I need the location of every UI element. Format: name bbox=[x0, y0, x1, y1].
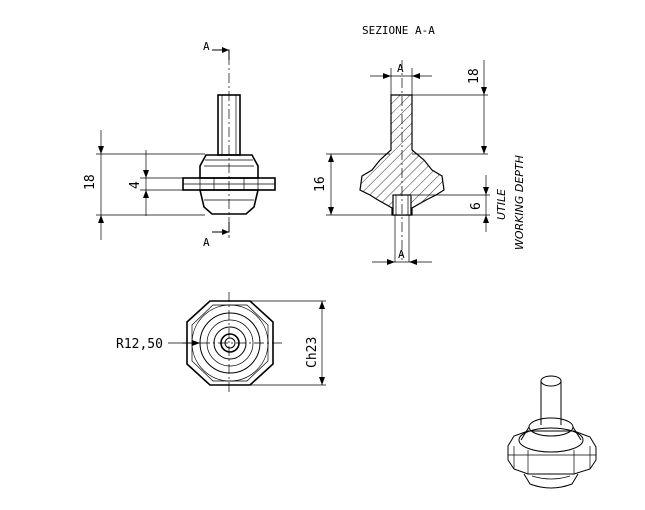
isometric-view bbox=[507, 375, 597, 489]
top-view: R12,50 Ch23 bbox=[116, 292, 326, 393]
front-view: A A 18 4 bbox=[83, 40, 276, 249]
dim-section-body: 16 bbox=[313, 176, 328, 192]
dim-radius: R12,50 bbox=[116, 337, 163, 352]
dim-section-depth: 6 bbox=[469, 202, 484, 210]
note-working-depth: WORKING DEPTH bbox=[513, 155, 526, 250]
note-utile: UTILE bbox=[495, 189, 508, 220]
section-title: SEZIONE A-A bbox=[362, 24, 435, 37]
dim-section-top: 18 bbox=[467, 68, 482, 84]
section-mark-bottom: A bbox=[203, 236, 210, 249]
section-mark-top-a: A bbox=[397, 62, 404, 75]
section-view: A A 18 16 6 UTILE WORKING DEPTH bbox=[313, 60, 526, 265]
section-mark-bottom-a: A bbox=[398, 248, 405, 261]
dim-front-flange: 4 bbox=[128, 181, 143, 189]
dim-hex: Ch23 bbox=[305, 337, 320, 368]
dim-front-height: 18 bbox=[83, 174, 98, 190]
section-mark-top: A bbox=[203, 40, 210, 53]
